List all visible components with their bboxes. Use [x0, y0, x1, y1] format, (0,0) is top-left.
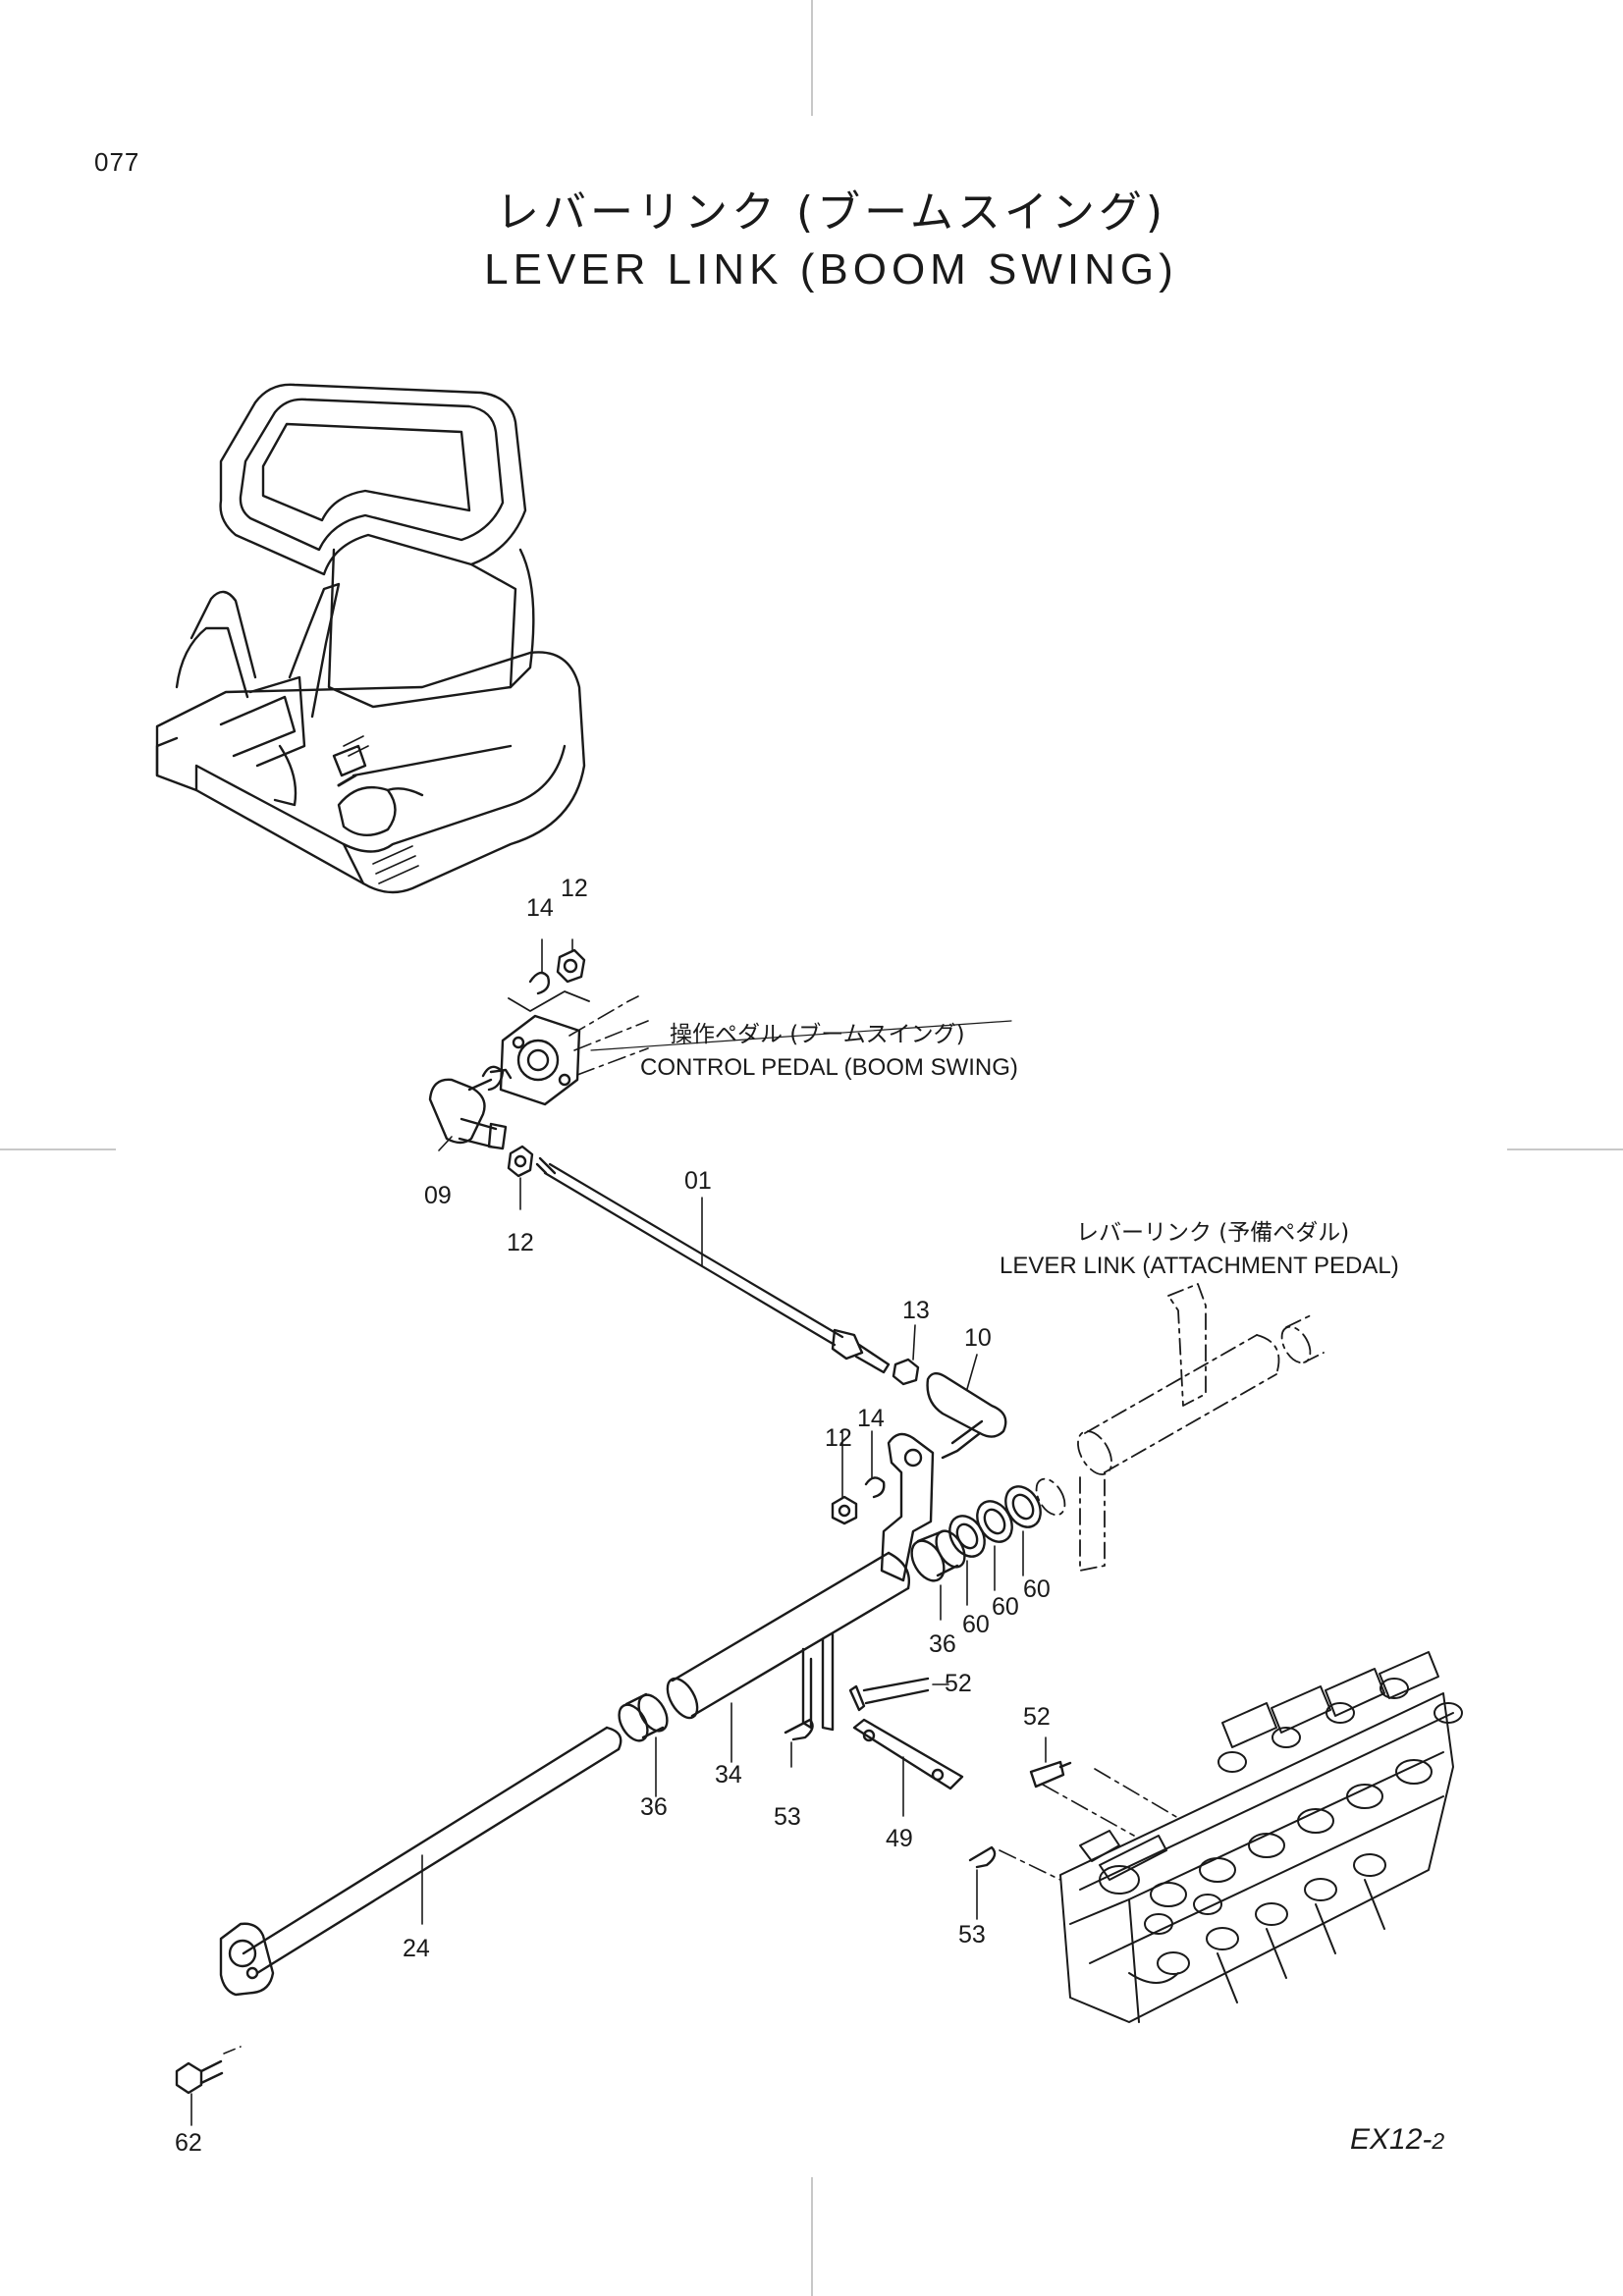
rod-01 [535, 1156, 891, 1374]
control-pedal-bracket [499, 990, 649, 1106]
pedal-nut-washer [528, 948, 586, 995]
control-pedal-label-ja: 操作ペダル (ブームスイング) [670, 1022, 965, 1047]
rod-24 [219, 1726, 622, 1997]
attachment-lever-link [1035, 1283, 1325, 1572]
callout-36: 36 [640, 1793, 668, 1821]
bushing-36-lower [618, 1692, 669, 1742]
cotter-53-upper [784, 1718, 814, 1741]
crop-mark-bottom [811, 2177, 813, 2296]
page-title: レバーリンク (ブームスイング) LEVER LINK (BOOM SWING) [0, 185, 1623, 298]
ball-joint-10 [926, 1371, 1007, 1460]
shims-60 [948, 1485, 1042, 1558]
cotter-53-lower [968, 1845, 1061, 1881]
bushing-36-upper [910, 1529, 966, 1582]
nut-13 [892, 1358, 920, 1386]
callout-24: 24 [403, 1935, 430, 1962]
callout-60: 60 [1023, 1575, 1051, 1603]
crop-mark-top [811, 0, 813, 116]
attachment-link-label-ja: レバーリンク (予備ペダル) [1076, 1220, 1350, 1246]
nut-washer-mid [831, 1476, 886, 1525]
callout-13: 13 [902, 1297, 930, 1324]
plate-49 [852, 1718, 964, 1790]
callout-34: 34 [715, 1761, 742, 1789]
pipe-34 [666, 1551, 910, 1732]
crop-mark-left [0, 1148, 116, 1150]
nut-12-lower [507, 1145, 534, 1178]
callout-60: 60 [992, 1593, 1019, 1621]
callout-14: 14 [857, 1405, 885, 1432]
control-pedal-label-en: CONTROL PEDAL (BOOM SWING) [640, 1054, 1018, 1081]
callout-14: 14 [526, 894, 554, 922]
pin-52-upper [848, 1677, 930, 1712]
cab-assembly-drawing [155, 383, 586, 894]
callout-36: 36 [929, 1630, 956, 1658]
callout-12: 12 [825, 1424, 852, 1452]
callout-53: 53 [958, 1921, 986, 1949]
control-valve-drawing [1059, 1651, 1463, 2023]
callout-53: 53 [774, 1803, 801, 1831]
model-code-main: EX12- [1350, 2123, 1433, 2156]
callout-12: 12 [561, 875, 588, 902]
ball-joint-09 [428, 1065, 513, 1150]
page-number: 077 [94, 147, 140, 177]
lever-arm [880, 1432, 935, 1582]
title-english: LEVER LINK (BOOM SWING) [484, 245, 1178, 294]
model-code: EX12-2 [1350, 2123, 1444, 2157]
leader-lines [190, 938, 1047, 2126]
callout-49: 49 [886, 1825, 913, 1852]
model-code-revision: 2 [1432, 2128, 1445, 2154]
callout-10: 10 [964, 1324, 992, 1352]
callout-62: 62 [175, 2129, 202, 2157]
title-japanese: レバーリンク (ブームスイング) [496, 187, 1166, 238]
callout-01: 01 [684, 1167, 712, 1195]
callout-52: 52 [1023, 1703, 1051, 1731]
crop-mark-right [1507, 1148, 1623, 1150]
bolt-62 [175, 2046, 242, 2095]
callout-12: 12 [507, 1229, 534, 1256]
attachment-link-label-en: LEVER LINK (ATTACHMENT PEDAL) [1000, 1253, 1399, 1279]
callout-52: 52 [945, 1670, 972, 1697]
callout-09: 09 [424, 1182, 452, 1209]
callout-60: 60 [962, 1611, 990, 1638]
pin-52-lower [1029, 1760, 1179, 1837]
